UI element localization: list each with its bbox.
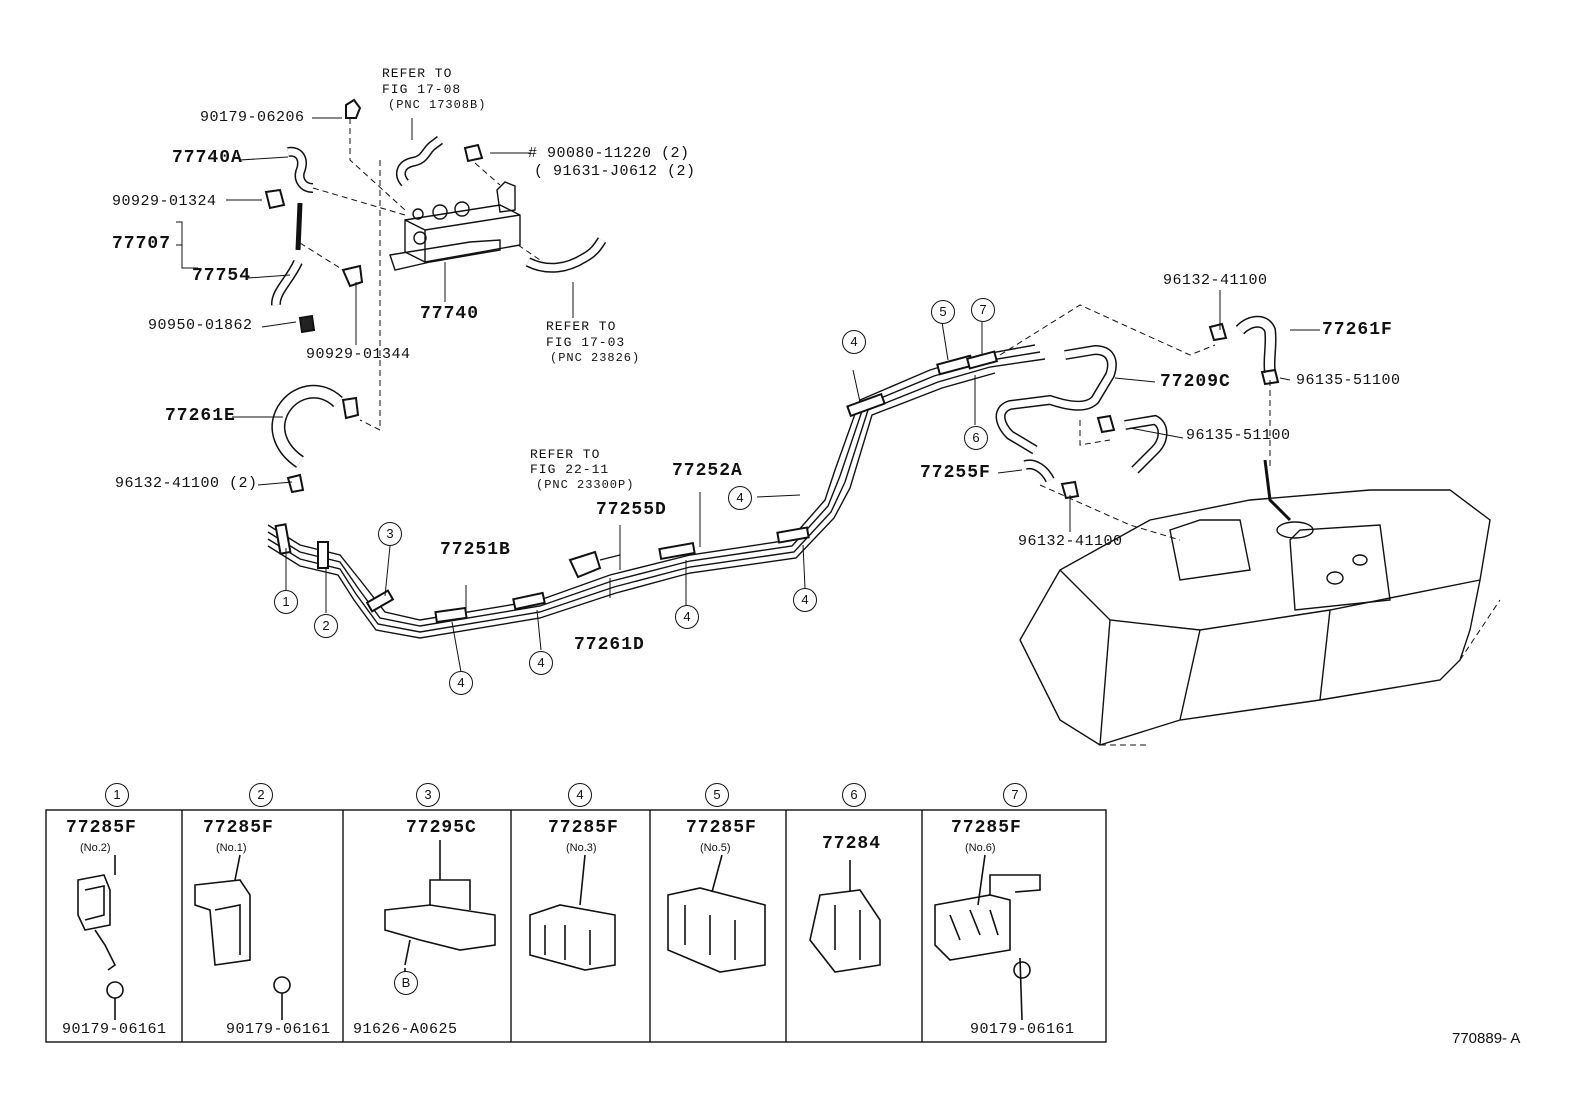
refer-1703-line1: REFER TO	[546, 319, 617, 334]
legend-sub-5: (No.5)	[700, 842, 731, 854]
callout-2: 2	[314, 614, 338, 638]
callout-4-c: 4	[675, 605, 699, 629]
callout-7: 7	[971, 298, 995, 322]
callout-1: 1	[274, 590, 298, 614]
label-91631-J0612: ( 91631-J0612 (2)	[534, 163, 696, 180]
label-77255D: 77255D	[596, 500, 667, 520]
callout-4-f: 4	[842, 330, 866, 354]
label-96132-41100-b: 96132-41100	[1018, 533, 1123, 550]
label-90950-01862: 90950-01862	[148, 317, 253, 334]
refer-1703-line3: (PNC 23826)	[550, 351, 641, 365]
legend-num-2: 2	[249, 783, 273, 807]
legend-part-4: 77285F	[548, 818, 619, 838]
legend-num-6: 6	[842, 783, 866, 807]
legend-part-3: 77295C	[406, 818, 477, 838]
legend-fastener-2: 90179-06161	[226, 1021, 331, 1038]
legend-sub-4: (No.3)	[566, 842, 597, 854]
legend-part-1: 77285F	[66, 818, 137, 838]
label-96132-41100-top: 96132-41100	[1163, 272, 1268, 289]
refer-1708-line3: (PNC 17308B)	[388, 98, 487, 112]
pipe-77707	[295, 202, 303, 251]
label-77740: 77740	[420, 304, 480, 324]
refer-2211-line3: (PNC 23300P)	[536, 478, 635, 492]
legend-part-5: 77285F	[686, 818, 757, 838]
callout-6: 6	[964, 426, 988, 450]
callout-3: 3	[378, 522, 402, 546]
label-77754: 77754	[192, 266, 252, 286]
legend-part-7: 77285F	[951, 818, 1022, 838]
callout-4-b: 4	[529, 651, 553, 675]
legend-fastener-3: 91626-A0625	[353, 1021, 458, 1038]
refer-2211-line1: REFER TO	[530, 447, 601, 462]
label-77261F: 77261F	[1322, 320, 1393, 340]
fuel-line-bundle	[267, 344, 1046, 639]
canister-77740	[389, 181, 521, 271]
refer-2211-line2: FIG 22-11	[530, 462, 610, 477]
legend-sub-2: (No.1)	[216, 842, 247, 854]
callout-5: 5	[931, 300, 955, 324]
label-90929-01324: 90929-01324	[112, 193, 217, 210]
legend-fastener-7: 90179-06161	[970, 1021, 1075, 1038]
refer-1708-line1: REFER TO	[382, 66, 453, 81]
label-96135-51100-b: 96135-51100	[1186, 427, 1291, 444]
legend-part-6: 77284	[822, 834, 882, 854]
legend-num-1: 1	[105, 783, 129, 807]
label-77251B: 77251B	[440, 540, 511, 560]
label-90929-01344: 90929-01344	[306, 346, 411, 363]
label-77261D: 77261D	[574, 635, 645, 655]
label-77252A: 77252A	[672, 461, 743, 481]
label-96135-51100-a: 96135-51100	[1296, 372, 1401, 389]
refer-1703-line2: FIG 17-03	[546, 335, 626, 350]
label-77255F: 77255F	[920, 463, 991, 483]
legend-mark-b: B	[394, 971, 418, 995]
label-77740A: 77740A	[172, 148, 243, 168]
legend-sub-7: (No.6)	[965, 842, 996, 854]
legend-fastener-1: 90179-06161	[62, 1021, 167, 1038]
label-77209C: 77209C	[1160, 372, 1231, 392]
legend-part-2: 77285F	[203, 818, 274, 838]
callout-4-d: 4	[793, 588, 817, 612]
legend-sub-1: (No.2)	[80, 842, 111, 854]
label-96132-41100-2: 96132-41100 (2)	[115, 475, 258, 492]
legend-num-7: 7	[1003, 783, 1027, 807]
legend-num-5: 5	[705, 783, 729, 807]
fuel-tank	[1019, 459, 1501, 746]
diagram-code: 770889- A	[1452, 1030, 1521, 1047]
label-77707: 77707	[112, 234, 172, 254]
legend-num-4: 4	[568, 783, 592, 807]
legend-num-3: 3	[416, 783, 440, 807]
legend-frame	[45, 809, 1107, 1043]
label-77261E: 77261E	[165, 406, 236, 426]
refer-1708-line2: FIG 17-08	[382, 82, 462, 97]
callout-4-e: 4	[728, 486, 752, 510]
label-90080-11220: # 90080-11220 (2)	[528, 145, 690, 162]
callout-4-a: 4	[449, 671, 473, 695]
label-90179-06206: 90179-06206	[200, 109, 305, 126]
